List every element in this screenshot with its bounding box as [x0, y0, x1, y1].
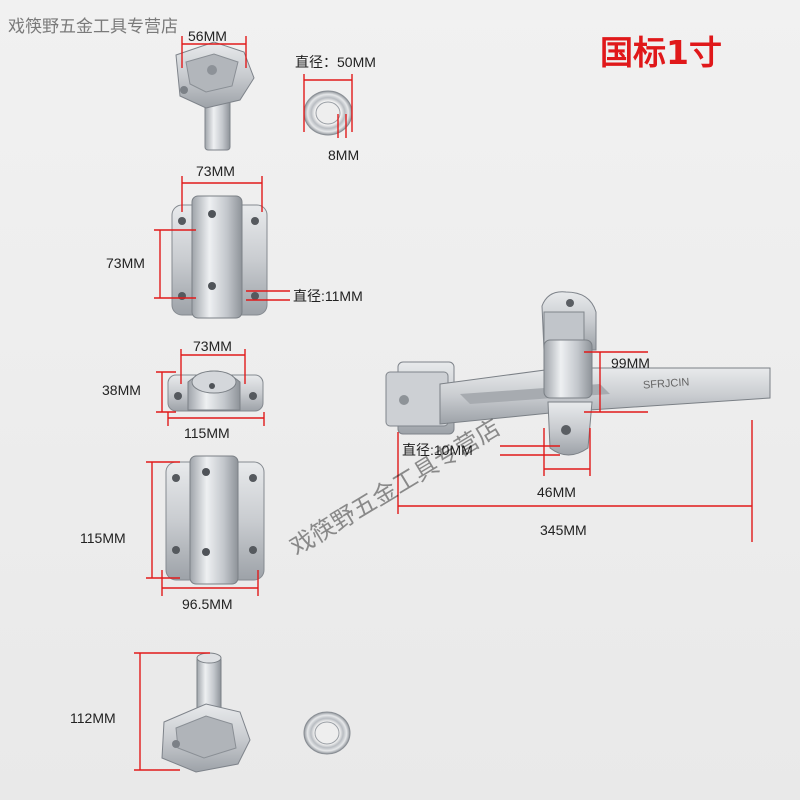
bracket-small-height-label: 38MM [102, 382, 141, 398]
washer-bottom [303, 711, 351, 755]
bracket-large-rect-dimensions [146, 461, 259, 596]
bracket-small [167, 370, 264, 412]
size-badge: 国标1寸 [600, 33, 722, 72]
bracket-small-dimensions [156, 349, 265, 426]
bracket-large-square-width-label: 73MM [196, 163, 235, 179]
washer-dimensions [303, 74, 353, 138]
cam-lower-dimension [134, 652, 210, 771]
bracket-large-rect-height-label: 115MM [80, 530, 126, 546]
washer-thickness-label: 8MM [328, 147, 360, 163]
handle-keeper-width-label: 46MM [537, 484, 576, 500]
bracket-large-square-height-label: 73MM [106, 255, 145, 271]
bracket-large-rect-width-label: 96.5MM [182, 596, 233, 612]
bracket-small-span-label: 115MM [184, 425, 230, 441]
cam-width-label: 56MM [188, 28, 227, 44]
bracket-large-rect [165, 455, 265, 585]
handle-assembly [385, 291, 771, 456]
bracket-large-square [171, 195, 268, 319]
cam-part [175, 41, 255, 151]
bracket-large-square-dimensions [154, 176, 290, 301]
bracket-large-square-hole-label: 直径:11MM [293, 288, 363, 304]
store-name: 戏筷野五金工具专营店 [8, 17, 178, 37]
bracket-small-width-label: 73MM [193, 338, 232, 354]
handle-length-label: 345MM [540, 522, 587, 538]
handle-hole-label: 直径:10MM [402, 442, 473, 458]
cam-lower-height-label: 112MM [70, 710, 116, 726]
washer-diameter-label: 直径：50MM [295, 54, 376, 70]
handle-keeper-height-label: 99MM [611, 355, 650, 371]
handle-length-dimension [397, 420, 753, 542]
washer-top [303, 90, 353, 136]
cam-width-dimension [181, 36, 247, 68]
handle-dimensions [500, 351, 648, 476]
cam-lower-part [161, 652, 251, 773]
